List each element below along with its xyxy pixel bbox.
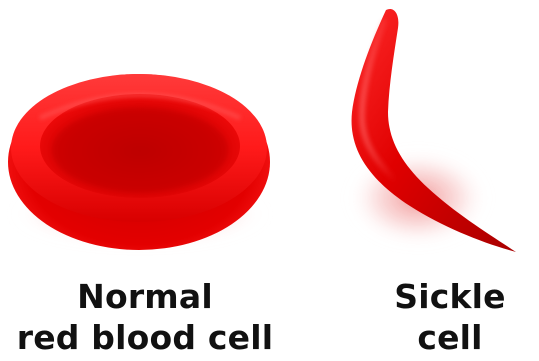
sickle-label-line-2: cell xyxy=(370,317,530,358)
normal-label-line-2: red blood cell xyxy=(0,317,290,358)
normal-label-line-1: Normal xyxy=(0,276,290,317)
sickle-cell-icon xyxy=(348,9,516,252)
normal-red-blood-cell-label: Normal red blood cell xyxy=(0,276,290,358)
normal-red-blood-cell-icon xyxy=(8,74,270,250)
sickle-label-line-1: Sickle xyxy=(370,276,530,317)
sickle-cell-label: Sickle cell xyxy=(370,276,530,358)
